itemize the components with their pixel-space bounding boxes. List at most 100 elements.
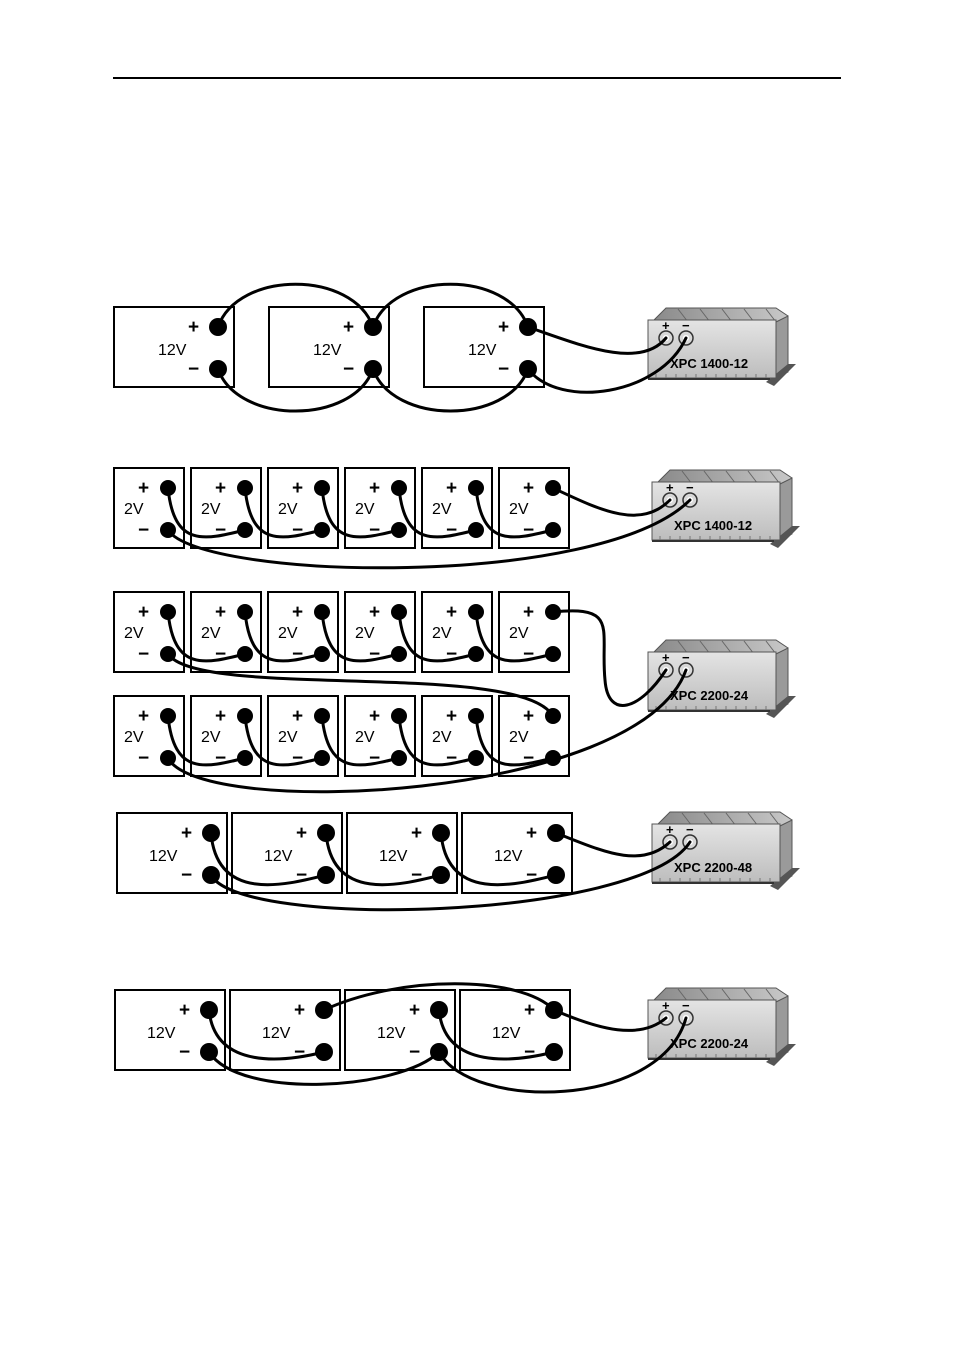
negative-sign: − [523, 644, 534, 665]
positive-sign: + [138, 706, 149, 727]
battery-voltage-label: 2V [124, 729, 144, 746]
positive-sign: + [181, 823, 192, 844]
battery-cell: 12V+− [347, 813, 457, 893]
positive-sign: + [343, 317, 354, 338]
negative-sign: − [292, 520, 303, 541]
charger-model-label: XPC 2200-24 [670, 1036, 749, 1051]
positive-sign: + [498, 317, 509, 338]
battery-voltage-label: 2V [201, 729, 221, 746]
negative-sign: − [523, 520, 534, 541]
positive-sign: + [446, 478, 457, 499]
row4-battery-bank: 12V+−12V+−12V+−12V+− [117, 813, 572, 893]
negative-sign: − [369, 748, 380, 769]
negative-sign: − [294, 1042, 305, 1063]
battery-voltage-label: 12V [264, 848, 293, 865]
negative-sign: − [446, 644, 457, 665]
positive-sign: + [369, 706, 380, 727]
negative-sign: − [446, 520, 457, 541]
negative-sign: − [524, 1042, 535, 1063]
charger-model-label: XPC 1400-12 [670, 356, 748, 371]
positive-sign: + [215, 602, 226, 623]
battery-voltage-label: 12V [158, 342, 187, 359]
negative-sign: − [292, 644, 303, 665]
negative-sign: − [292, 748, 303, 769]
battery-voltage-label: 2V [355, 501, 375, 518]
battery-voltage-label: 2V [432, 501, 452, 518]
battery-cell: 12V+− [232, 813, 342, 893]
positive-sign: + [215, 478, 226, 499]
charger-model-label: XPC 2200-48 [674, 860, 752, 875]
battery-cell: 12V+− [462, 813, 572, 893]
battery-voltage-label: 12V [379, 848, 408, 865]
charger-positive-sign: + [662, 318, 670, 333]
battery-voltage-label: 2V [278, 501, 298, 518]
negative-sign: − [179, 1042, 190, 1063]
row5-charger: +−XPC 2200-24 [648, 988, 796, 1066]
negative-sign: − [369, 644, 380, 665]
battery-cell: 12V+ − [117, 813, 227, 893]
battery-voltage-label: 2V [201, 625, 221, 642]
charger-model-label: XPC 2200-24 [670, 688, 749, 703]
positive-sign: + [292, 478, 303, 499]
negative-sign: − [138, 520, 149, 541]
charger-positive-sign: + [662, 998, 670, 1013]
battery-voltage-label: 12V [377, 1025, 406, 1042]
positive-sign: + [369, 478, 380, 499]
negative-sign: − [343, 359, 354, 380]
battery-cell: 12V+ − [345, 990, 455, 1070]
positive-sign: + [409, 1000, 420, 1021]
battery-voltage-label: 12V [494, 848, 523, 865]
battery-voltage-label: 2V [124, 625, 144, 642]
battery-voltage-label: 2V [509, 729, 529, 746]
charger-positive-sign: + [666, 480, 674, 495]
negative-sign: − [188, 359, 199, 380]
battery-voltage-label: 12V [492, 1025, 521, 1042]
row2-charger: +− XPC 1400-12 [652, 470, 800, 548]
battery-cell: 12V+ − [114, 307, 234, 387]
row1-charger: +−XPC 1400-12 [648, 308, 796, 386]
battery-voltage-label: 2V [278, 729, 298, 746]
battery-voltage-label: 2V [509, 625, 529, 642]
battery-voltage-label: 12V [468, 342, 497, 359]
negative-sign: − [138, 644, 149, 665]
positive-sign: + [292, 706, 303, 727]
positive-sign: + [294, 1000, 305, 1021]
positive-sign: + [526, 823, 537, 844]
negative-sign: − [409, 1042, 420, 1063]
positive-sign: + [446, 602, 457, 623]
positive-sign: + [138, 602, 149, 623]
battery-voltage-label: 2V [509, 501, 529, 518]
battery-voltage-label: 12V [313, 342, 342, 359]
charger-positive-sign: + [666, 822, 674, 837]
positive-sign: + [179, 1000, 190, 1021]
positive-sign: + [523, 478, 534, 499]
negative-sign: − [181, 865, 192, 886]
charger-negative-sign: − [686, 480, 694, 495]
battery-wiring-diagrams: 12V+−12V+−12V+−+−XPC 1400-122V+−2V+−2V+−… [114, 284, 800, 1092]
battery-voltage-label: 12V [149, 848, 178, 865]
negative-sign: − [215, 520, 226, 541]
positive-sign: + [215, 706, 226, 727]
charger-positive-sign: + [662, 650, 670, 665]
positive-sign: + [369, 602, 380, 623]
positive-sign: + [138, 478, 149, 499]
charger-model-label: XPC 1400-12 [674, 518, 752, 533]
battery-voltage-label: 2V [432, 729, 452, 746]
positive-sign: + [296, 823, 307, 844]
battery-voltage-label: 2V [355, 729, 375, 746]
positive-sign: + [292, 602, 303, 623]
battery-voltage-label: 2V [124, 501, 144, 518]
positive-sign: + [524, 1000, 535, 1021]
negative-sign: − [446, 748, 457, 769]
negative-sign: − [138, 748, 149, 769]
charger-negative-sign: − [686, 822, 694, 837]
charger-positive-cable [528, 327, 666, 353]
battery-voltage-label: 2V [201, 501, 221, 518]
negative-sign: − [215, 644, 226, 665]
positive-sign: + [523, 706, 534, 727]
battery-voltage-label: 2V [355, 625, 375, 642]
battery-voltage-label: 2V [278, 625, 298, 642]
positive-sign: + [188, 317, 199, 338]
negative-sign: − [215, 748, 226, 769]
